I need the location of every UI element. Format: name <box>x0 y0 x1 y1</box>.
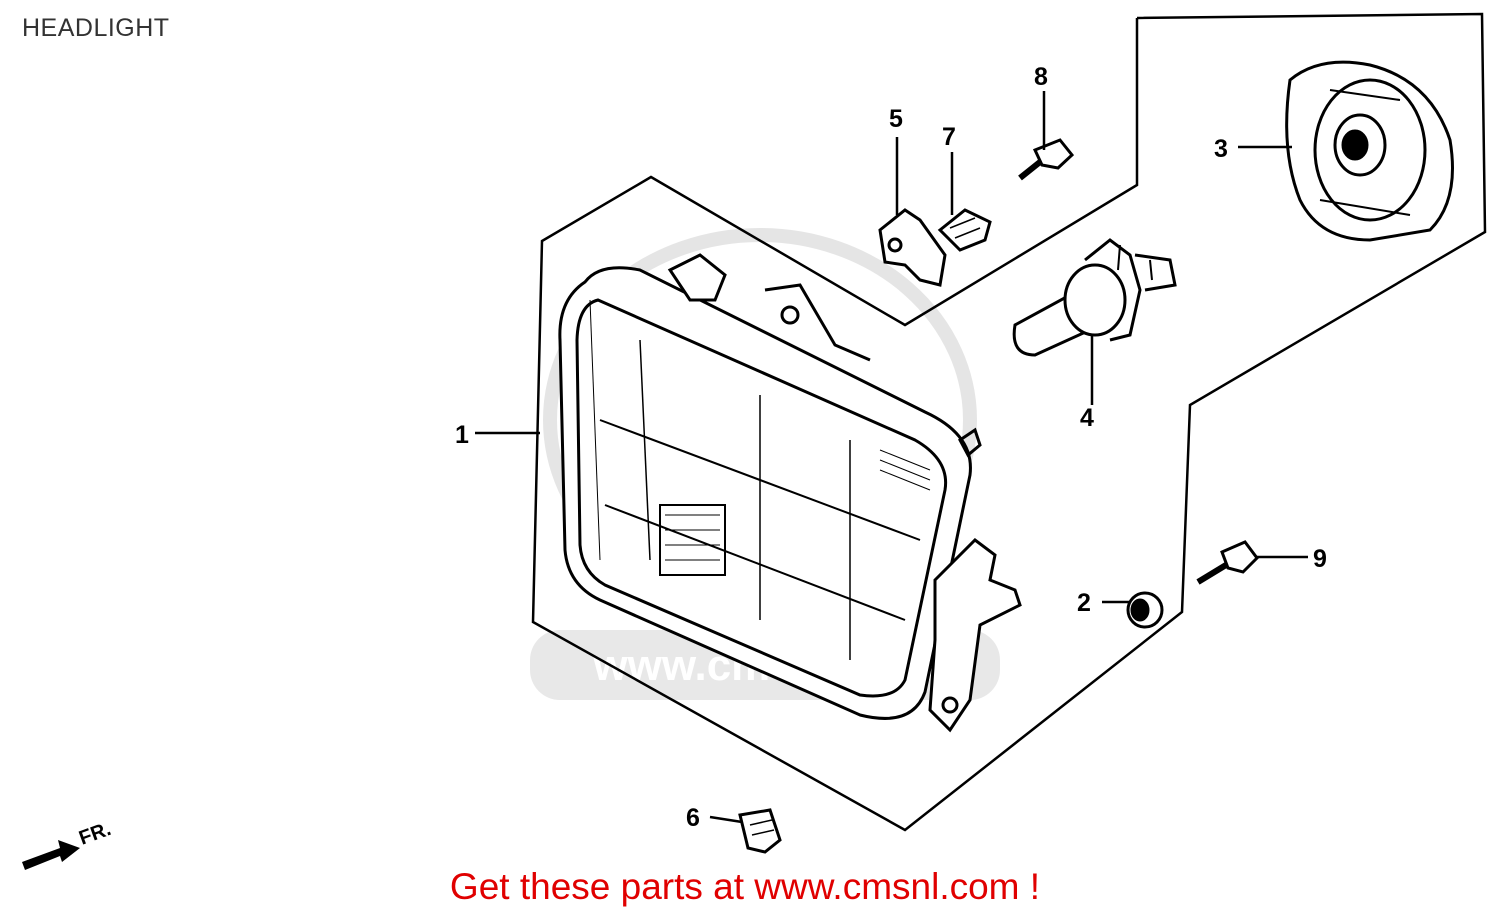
grommet <box>1126 591 1164 629</box>
clip <box>937 208 992 252</box>
callout-6: 6 <box>686 804 700 832</box>
footer-link[interactable]: Get these parts at www.cmsnl.com ! <box>449 866 1041 907</box>
callout-8: 8 <box>1034 63 1048 91</box>
callout-2: 2 <box>1077 589 1091 617</box>
assembly-frame <box>531 12 1487 832</box>
callout-3: 3 <box>1214 135 1228 163</box>
headlight-rim <box>1285 60 1454 242</box>
callout-7: 7 <box>942 123 956 151</box>
front-arrow-icon: FR. <box>22 818 114 870</box>
callout-1: 1 <box>455 421 469 449</box>
callout-5: 5 <box>889 105 903 133</box>
diagram-title: HEADLIGHT <box>22 14 170 42</box>
screw-9 <box>1196 540 1259 585</box>
headlight-bulb <box>1012 238 1177 357</box>
bracket <box>878 208 947 287</box>
leader-lines <box>475 91 1308 824</box>
small-clip <box>738 808 782 854</box>
callout-4: 4 <box>1080 404 1094 432</box>
callout-9: 9 <box>1313 545 1327 573</box>
headlight-unit <box>558 253 1022 733</box>
direction-label: FR. <box>76 818 114 850</box>
screw-8 <box>1018 138 1075 181</box>
